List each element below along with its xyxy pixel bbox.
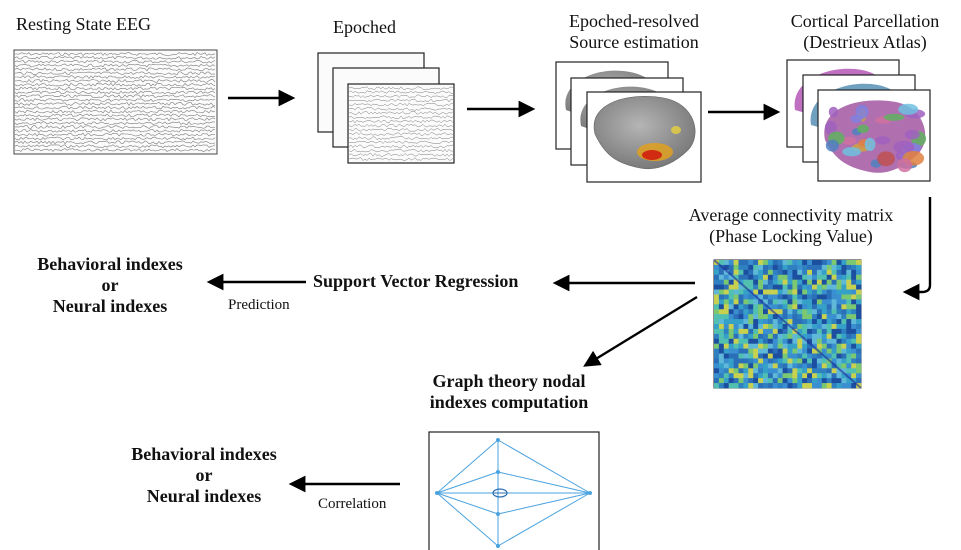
- outcome-bottom-line3: Neural indexes: [146, 486, 262, 506]
- source-estimation-label: Epoched-resolved Source estimation: [554, 11, 714, 53]
- resting-eeg-panel: [13, 49, 218, 155]
- svr-label: Support Vector Regression: [313, 271, 519, 291]
- outcome-top-line2: or: [101, 275, 119, 295]
- parcellation-label: Cortical Parcellation (Destrieux Atlas): [770, 11, 960, 53]
- prediction-label: Prediction: [228, 297, 290, 313]
- outcome-top-line3: Neural indexes: [52, 296, 168, 316]
- outcome-top: Behavioral indexes or Neural indexes: [20, 254, 200, 317]
- parcellation-panels: [786, 59, 931, 182]
- source-estimation-panels: [555, 61, 702, 183]
- outcome-bottom-line2: or: [195, 465, 213, 485]
- correlation-label: Correlation: [318, 496, 387, 512]
- parcellation-line1: Cortical Parcellation: [790, 11, 940, 31]
- resting-state-eeg-label: Resting State EEG: [16, 14, 151, 34]
- connectivity-line1: Average connectivity matrix: [688, 205, 894, 225]
- outcome-top-line1: Behavioral indexes: [37, 254, 183, 274]
- source-estimation-line1: Epoched-resolved: [569, 11, 699, 31]
- flow-arrows: [206, 89, 932, 493]
- connectivity-matrix: [713, 259, 862, 389]
- graph-theory-line1: Graph theory nodal: [432, 371, 586, 391]
- outcome-bottom-line1: Behavioral indexes: [131, 444, 277, 464]
- graph-theory-label: Graph theory nodal indexes computation: [404, 371, 614, 413]
- connectivity-label: Average connectivity matrix (Phase Locki…: [666, 205, 916, 247]
- graph-theory-line2: indexes computation: [429, 392, 589, 412]
- connectivity-line2: (Phase Locking Value): [709, 226, 873, 246]
- epoched-panels: [317, 52, 455, 164]
- epoched-label: Epoched: [333, 17, 396, 37]
- outcome-bottom: Behavioral indexes or Neural indexes: [114, 444, 294, 507]
- parcellation-line2: (Destrieux Atlas): [803, 32, 927, 52]
- graph-diagram: [428, 431, 600, 550]
- source-estimation-line2: Source estimation: [569, 32, 699, 52]
